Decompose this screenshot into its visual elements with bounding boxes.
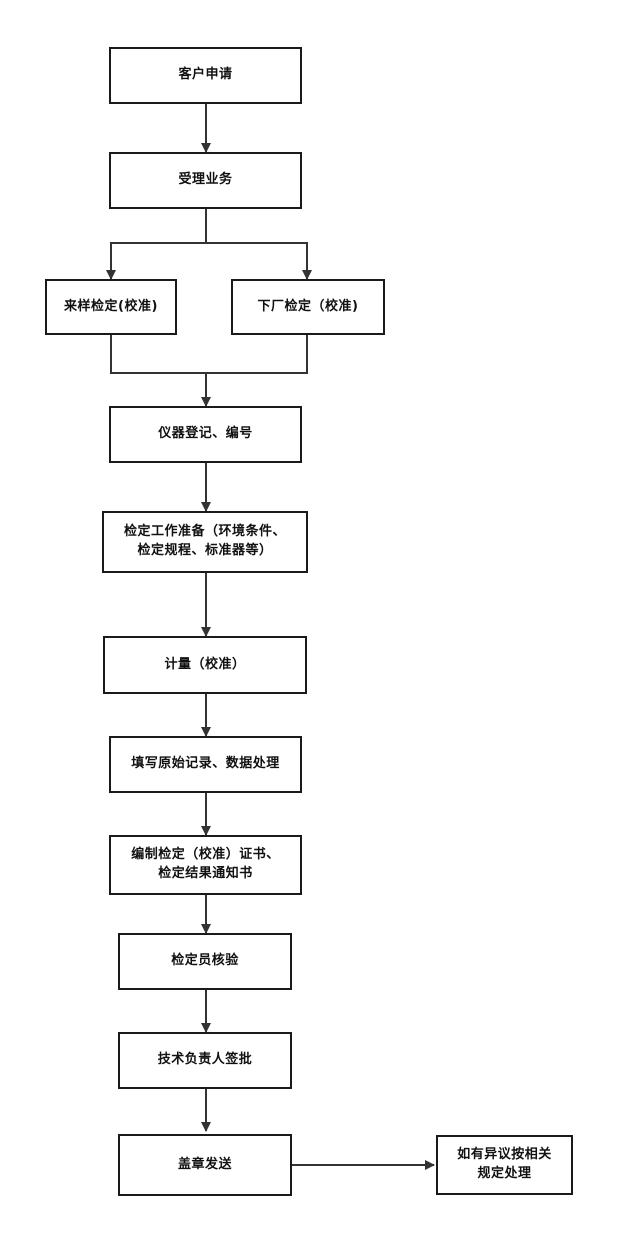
node-objection-handling: 如有异议按相关 规定处理: [436, 1135, 573, 1195]
node-customer-application: 客户申请: [109, 47, 302, 104]
node-measurement: 计量（校准）: [103, 636, 307, 694]
node-label: 检定工作准备（环境条件、 检定规程、标准器等）: [123, 524, 286, 558]
node-sample-verification: 来样检定(校准): [45, 279, 177, 335]
node-onsite-verification: 下厂检定（校准): [231, 279, 385, 335]
node-seal-and-send: 盖章发送: [118, 1134, 292, 1196]
node-compile-certificate: 编制检定（校准）证书、 检定结果通知书: [109, 835, 302, 895]
node-verifier-check: 检定员核验: [118, 933, 292, 990]
node-label: 检定员核验: [171, 953, 239, 969]
node-label: 客户申请: [178, 67, 233, 83]
arrow-merge-lines: [110, 335, 308, 374]
node-accept-business: 受理业务: [109, 152, 302, 209]
node-technical-approval: 技术负责人签批: [118, 1032, 292, 1089]
node-label: 编制检定（校准）证书、 检定结果通知书: [131, 847, 280, 881]
node-label: 受理业务: [178, 172, 233, 188]
node-fill-records: 填写原始记录、数据处理: [109, 736, 302, 793]
node-label: 仪器登记、编号: [158, 426, 253, 442]
node-label: 如有异议按相关 规定处理: [457, 1147, 552, 1181]
node-label: 计量（校准）: [164, 656, 246, 672]
arrow-accept-split: [110, 209, 308, 279]
node-label: 填写原始记录、数据处理: [131, 756, 280, 772]
node-label: 技术负责人签批: [157, 1052, 253, 1068]
node-label: 来样检定(校准): [64, 298, 158, 314]
node-label: 盖章发送: [177, 1156, 232, 1172]
node-verification-preparation: 检定工作准备（环境条件、 检定规程、标准器等）: [102, 511, 308, 573]
node-instrument-registration: 仪器登记、编号: [109, 406, 302, 463]
node-label: 下厂检定（校准): [257, 298, 359, 314]
